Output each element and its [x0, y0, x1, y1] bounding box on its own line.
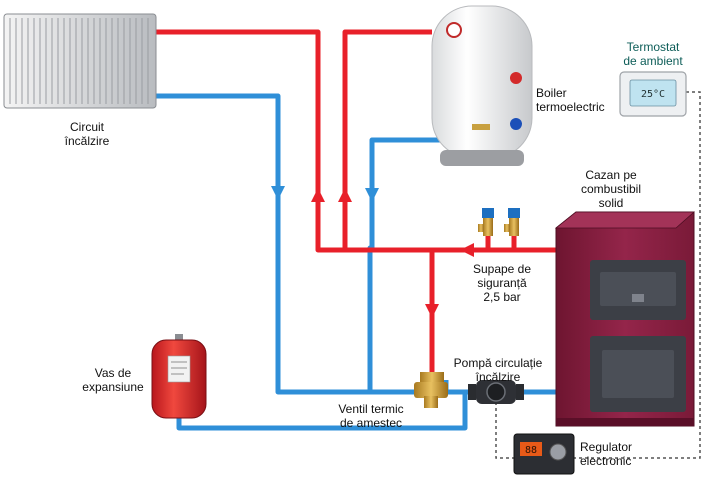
- safety-valve-2: [504, 208, 520, 236]
- label-regulator: Regulator electronic: [580, 440, 664, 468]
- expansion-vessel-line-1: Vas de: [94, 366, 132, 380]
- label-expansion-vessel: Vas de expansiune: [78, 366, 148, 394]
- regulator-line-2: electronic: [580, 454, 632, 468]
- mixing-valve-line-1: Ventil termic: [338, 402, 404, 416]
- label-boiler: Boiler termoelectric: [536, 86, 626, 114]
- flow-arrows: [271, 186, 474, 318]
- solid-fuel-line-1: Cazan pe: [585, 168, 637, 182]
- radiator: [3, 13, 157, 109]
- thermostat-line-2: de ambient: [623, 54, 683, 68]
- mixing-valve-line-2: de amestec: [339, 416, 403, 430]
- label-pump: Pompă circulație încălzire: [440, 356, 556, 384]
- expansion-vessel: [151, 334, 207, 419]
- pump-line-2: încălzire: [475, 370, 521, 384]
- pump-line-1: Pompă circulație: [453, 356, 543, 370]
- thermostat-display: 25°C: [641, 89, 665, 100]
- arrow-hot-left: [460, 243, 474, 257]
- mixing-valve: [414, 372, 448, 408]
- boiler-line-1: Boiler: [536, 86, 567, 100]
- room-thermostat: 25°C: [619, 71, 687, 117]
- label-mixing-valve: Ventil termic de amestec: [326, 402, 416, 430]
- safety-valves-line-3: 2,5 bar: [483, 290, 521, 304]
- label-thermostat: Termostat de ambient: [612, 40, 694, 68]
- thermostat-line-1: Termostat: [626, 40, 680, 54]
- heating-circuit-line-2: încălzire: [64, 134, 110, 148]
- boiler-line-2: termoelectric: [536, 100, 605, 114]
- arrow-cold-down-left: [271, 186, 285, 200]
- arrow-cold-down-right: [365, 188, 379, 202]
- regulator-display: 88: [525, 445, 537, 456]
- safety-valve-1: [478, 208, 494, 236]
- safety-valves: [478, 208, 520, 236]
- label-safety-valves: Supape de siguranță 2,5 bar: [462, 262, 542, 304]
- label-heating-circuit: Circuit încălzire: [46, 120, 128, 148]
- electric-boiler: [431, 5, 533, 166]
- solid-fuel-boiler: [554, 211, 696, 427]
- electronic-regulator: 88: [513, 433, 575, 475]
- regulator-line-1: Regulator: [580, 440, 633, 454]
- expansion-vessel-line-2: expansiune: [82, 380, 144, 394]
- arrow-hot-up-2: [338, 188, 352, 202]
- label-solid-fuel-boiler: Cazan pe combustibil solid: [566, 168, 656, 210]
- arrow-hot-up-1: [311, 188, 325, 202]
- circulation-pump: [468, 380, 524, 404]
- heating-circuit-line-1: Circuit: [69, 120, 104, 134]
- solid-fuel-line-2: combustibil: [580, 182, 642, 196]
- safety-valves-line-1: Supape de: [472, 262, 532, 276]
- arrow-hot-down: [425, 304, 439, 318]
- solid-fuel-line-3: solid: [598, 196, 624, 210]
- signal-wire: [495, 91, 701, 459]
- safety-valves-line-2: siguranță: [477, 276, 527, 290]
